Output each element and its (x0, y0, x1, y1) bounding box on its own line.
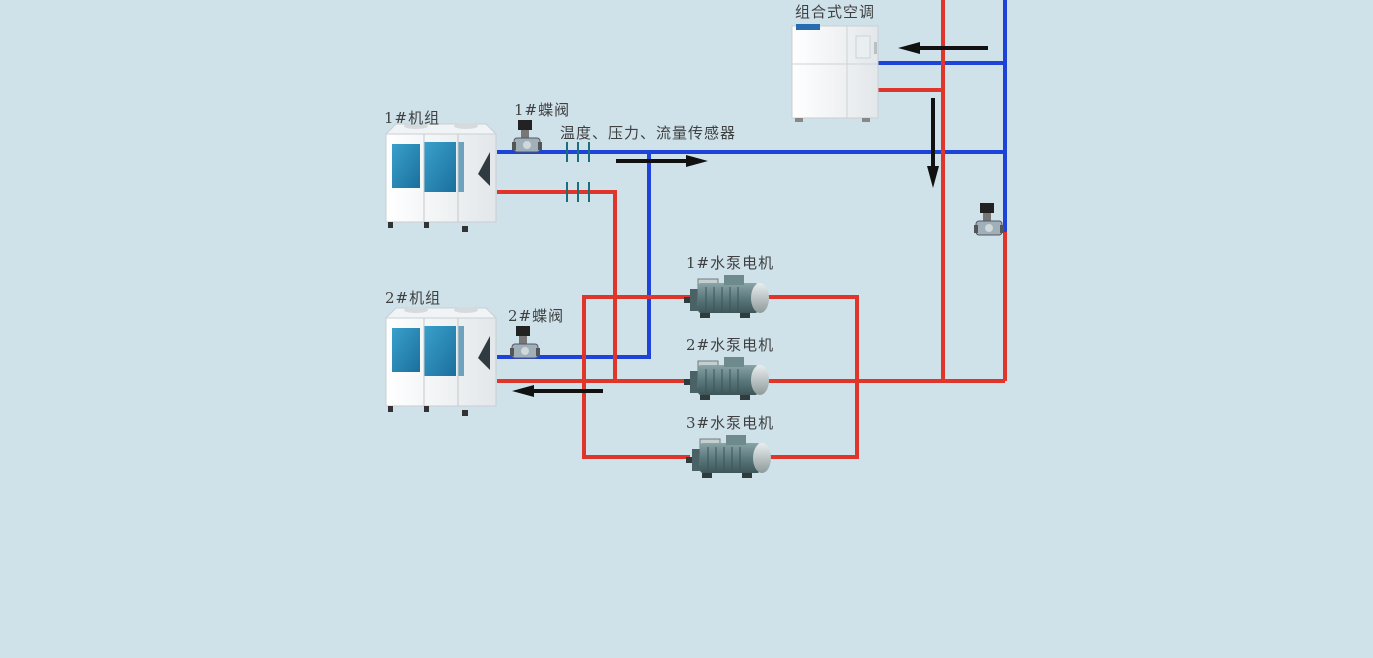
air-handling-unit-icon[interactable] (791, 23, 879, 123)
chiller-unit-1-icon[interactable] (385, 122, 497, 233)
valve-1-label: 1#蝶阀 (514, 101, 571, 119)
return-pipe-unit2 (497, 152, 651, 359)
sensors-label: 温度、压力、流量传感器 (560, 124, 737, 142)
pump-3-label: 3#水泵电机 (686, 414, 775, 432)
flow-arrow-icon (927, 98, 939, 188)
pump-motor-3-icon[interactable] (685, 434, 772, 479)
pump-motor-2-icon[interactable] (683, 356, 770, 401)
flow-arrow-icon (616, 155, 708, 167)
supply-pipe-unit1 (497, 190, 617, 381)
butterfly-valve-1-icon[interactable] (511, 119, 543, 153)
pump-2-label: 2#水泵电机 (686, 336, 775, 354)
flow-arrow-icon (512, 385, 603, 397)
butterfly-valve-2-icon[interactable] (509, 325, 541, 359)
chiller-unit-2-icon[interactable] (385, 306, 497, 417)
pump-motor-1-icon[interactable] (683, 274, 770, 319)
return-pipes (497, 0, 1007, 359)
flow-arrow-icon (898, 42, 988, 54)
supply-pipes (497, 0, 1007, 459)
valve-2-label: 2#蝶阀 (508, 307, 565, 325)
pump-suction-header (582, 295, 690, 459)
unit-1-label: 1#机组 (384, 109, 441, 127)
unit-2-label: 2#机组 (385, 289, 442, 307)
flow-arrows (512, 42, 988, 397)
ahu-label: 组合式空调 (795, 3, 876, 21)
pump-discharge-header (765, 295, 859, 459)
pump-1-label: 1#水泵电机 (686, 254, 775, 272)
sensor-ticks (566, 142, 590, 202)
butterfly-valve-3-icon[interactable] (973, 202, 1005, 236)
